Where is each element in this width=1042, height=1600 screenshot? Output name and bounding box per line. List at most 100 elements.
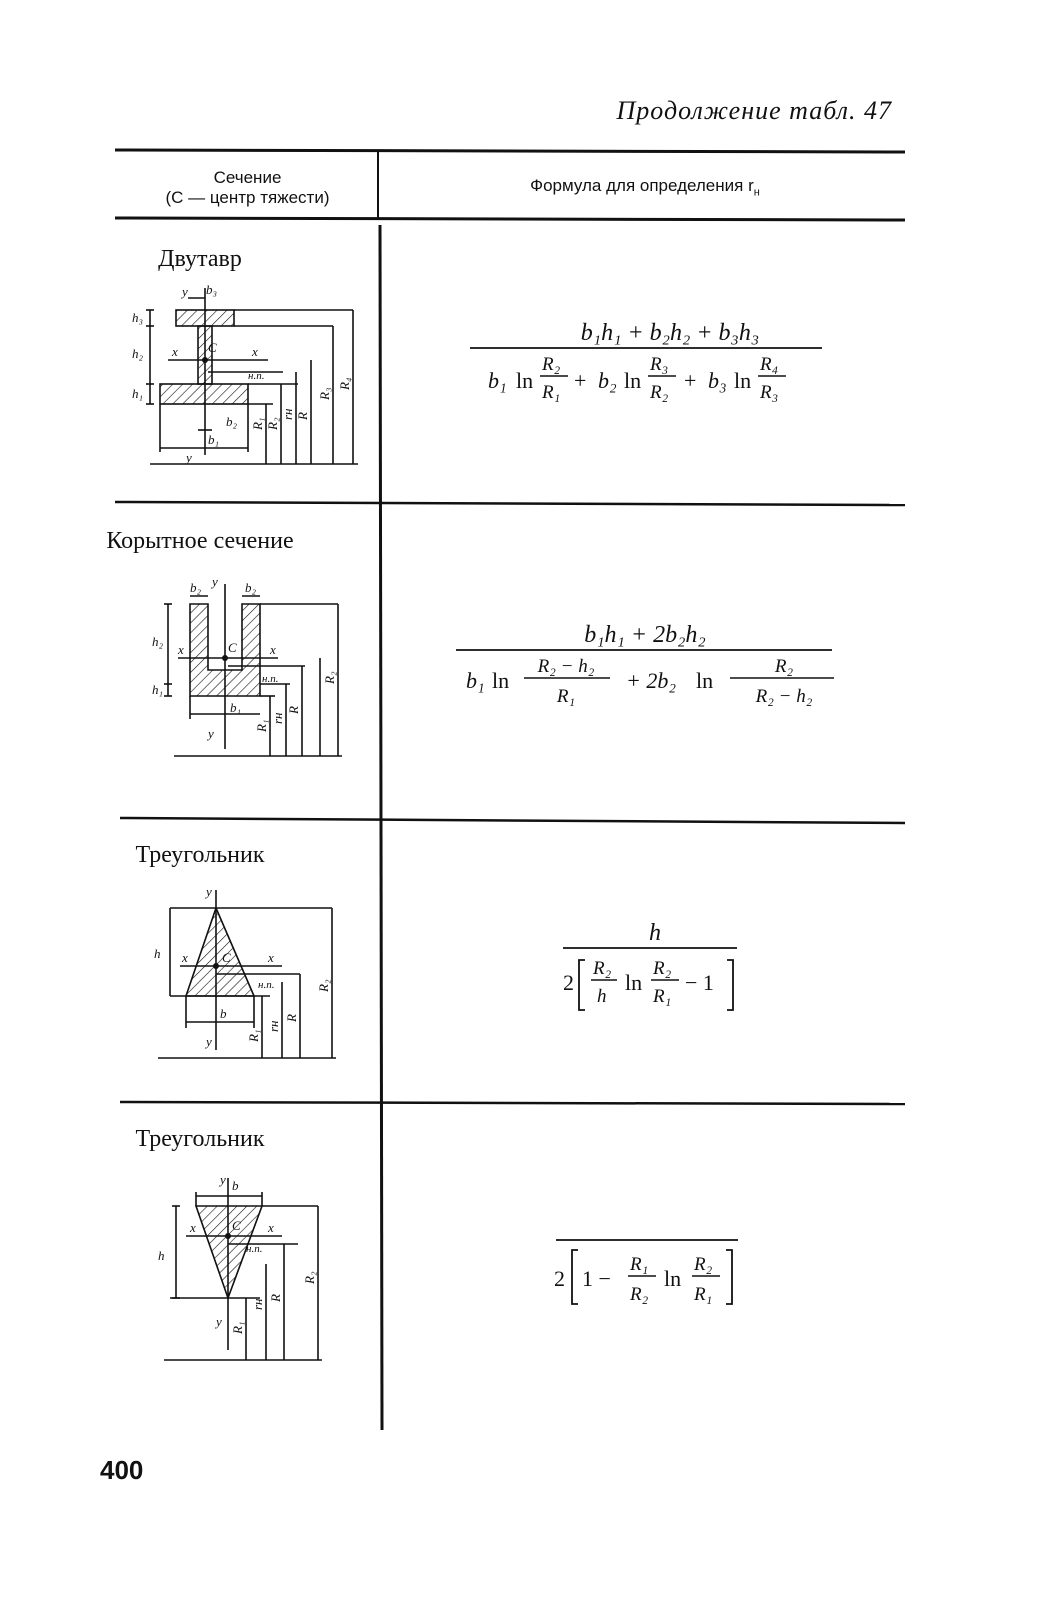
col2-title: Формула для определения r xyxy=(530,176,754,195)
svg-text:h₃: h₃ xyxy=(132,310,143,325)
column-section-header: Сечение (C — центр тяжести) xyxy=(120,168,375,208)
formula-triangle-1: h 2 R₂ h ln R₂ R₁ − 1 xyxy=(563,920,737,1011)
f1-frac3-num: R₄ xyxy=(759,354,778,375)
svg-text:y: y xyxy=(184,450,192,465)
f3-minus-one: − 1 xyxy=(685,970,714,995)
svg-text:b₁: b₁ xyxy=(208,432,219,447)
svg-text:R: R xyxy=(284,1014,299,1023)
f4-one-minus: 1 − xyxy=(582,1266,611,1291)
svg-text:x: x xyxy=(267,950,274,965)
svg-text:y: y xyxy=(204,1034,212,1049)
svg-text:y: y xyxy=(204,884,212,899)
svg-text:н.п.: н.п. xyxy=(246,1243,262,1255)
section-title-channel: Корытное сечение xyxy=(106,528,294,554)
col2-subscript: н xyxy=(753,186,760,199)
svg-text:h₁: h₁ xyxy=(132,386,143,401)
formula-triangle-2: 2 1 − R₁ R₂ ln R₂ R₁ xyxy=(554,1239,738,1305)
f4-two: 2 xyxy=(554,1266,565,1291)
svg-text:R₂: R₂ xyxy=(316,979,331,993)
f3-frac1-num: R₂ xyxy=(592,958,612,979)
f1-frac1-num: R₂ xyxy=(541,354,561,375)
svg-text:h: h xyxy=(158,1248,165,1263)
column-formula-header: Формула для определения rн xyxy=(390,176,900,202)
f1-plus2: + xyxy=(684,368,696,393)
svg-text:rн: rн xyxy=(250,1298,265,1310)
svg-text:b₃: b₃ xyxy=(206,282,217,297)
f1-frac3-den: R₃ xyxy=(759,382,778,403)
svg-text:y: y xyxy=(206,726,214,741)
svg-text:b₁: b₁ xyxy=(230,700,241,715)
svg-text:C: C xyxy=(222,950,231,965)
section-title-triangle-2: Треугольник xyxy=(135,1126,265,1152)
svg-text:R: R xyxy=(268,1294,283,1303)
f1-ln2: ln xyxy=(624,368,641,393)
svg-text:н.п.: н.п. xyxy=(248,370,264,382)
svg-text:y: y xyxy=(218,1172,226,1187)
f1-b1: b₁ xyxy=(488,368,507,393)
page-number: 400 xyxy=(100,1455,144,1485)
f1-b3: b₃ xyxy=(708,368,727,393)
svg-text:rн: rн xyxy=(266,1020,281,1032)
section-title-triangle-1: Треугольник xyxy=(135,842,265,868)
f3-ln: ln xyxy=(625,970,642,995)
svg-text:x: x xyxy=(171,344,178,359)
f2-frac1-num: R₂ − h₂ xyxy=(537,656,595,677)
f4-frac2-den: R₁ xyxy=(693,1284,712,1305)
svg-text:x: x xyxy=(267,1220,274,1235)
f1-frac2-num: R₃ xyxy=(649,354,668,375)
i-beam-diagram: y y x x C н.п. b₃ b₂ b₁ h₃ h₂ h₁ R₁ R₂ r… xyxy=(132,282,358,465)
f3-two: 2 xyxy=(563,970,574,995)
f2-frac2-num: R₂ xyxy=(774,656,794,677)
svg-text:y: y xyxy=(214,1314,222,1329)
f1-b2: b₂ xyxy=(598,368,617,393)
svg-text:h₂: h₂ xyxy=(152,634,164,649)
svg-text:h: h xyxy=(154,946,161,961)
svg-text:C: C xyxy=(208,340,217,355)
f2-numerator: b₁h₁ + 2b₂h₂ xyxy=(584,622,706,648)
svg-text:R₁: R₁ xyxy=(254,720,269,733)
f4-frac1-num: R₁ xyxy=(629,1254,648,1275)
f4-ln: ln xyxy=(664,1266,681,1291)
f3-frac1-den: h xyxy=(597,986,607,1007)
svg-text:x: x xyxy=(177,642,184,657)
triangle-apex-down-diagram: y b y x x C н.п. h R₁ rн R R₂ xyxy=(158,1172,322,1361)
svg-text:b₂: b₂ xyxy=(245,580,257,595)
section-title-i-beam: Двутавр xyxy=(158,246,242,272)
channel-diagram: y y x x C н.п. b₂ b₂ b₁ h₂ h₁ R₁ rн R R₂ xyxy=(152,574,342,757)
svg-text:x: x xyxy=(269,642,276,657)
svg-text:C: C xyxy=(228,640,237,655)
table-continuation-header: Продолжение табл. 47 xyxy=(616,96,892,125)
f2-frac2-den: R₂ − h₂ xyxy=(755,686,813,707)
svg-text:y: y xyxy=(180,284,188,299)
f2-two-b2: + 2b₂ xyxy=(626,668,676,693)
f3-frac2-num: R₂ xyxy=(652,958,672,979)
f3-frac2-den: R₁ xyxy=(652,986,671,1007)
svg-text:н.п.: н.п. xyxy=(262,673,278,685)
svg-text:x: x xyxy=(181,950,188,965)
f2-b1: b₁ xyxy=(466,668,485,693)
svg-text:R₂: R₂ xyxy=(265,417,280,431)
col1-line2: (C — центр тяжести) xyxy=(165,188,330,207)
svg-text:b₂: b₂ xyxy=(226,414,238,429)
svg-text:b: b xyxy=(232,1178,239,1193)
f3-numerator: h xyxy=(649,920,661,946)
col1-line1: Сечение xyxy=(213,168,282,187)
formula-i-beam: b₁h₁ + b₂h₂ + b₃h₃ b₁ ln R₂ R₁ + b₂ ln R… xyxy=(470,320,822,403)
svg-text:h₁: h₁ xyxy=(152,682,163,697)
f2-frac1-den: R₁ xyxy=(556,686,575,707)
svg-text:b₂: b₂ xyxy=(190,580,202,595)
svg-text:R₁: R₁ xyxy=(246,1030,261,1043)
f2-ln2: ln xyxy=(696,668,713,693)
svg-text:rн: rн xyxy=(280,408,295,420)
f1-numerator: b₁h₁ + b₂h₂ + b₃h₃ xyxy=(581,320,759,346)
f1-ln3: ln xyxy=(734,368,751,393)
svg-text:C: C xyxy=(232,1218,241,1233)
svg-text:н.п.: н.п. xyxy=(258,979,274,991)
svg-text:R₄: R₄ xyxy=(337,377,352,391)
svg-text:R: R xyxy=(295,412,310,421)
f1-frac2-den: R₂ xyxy=(649,382,669,403)
svg-text:x: x xyxy=(189,1220,196,1235)
svg-text:R₃: R₃ xyxy=(317,388,332,401)
f2-ln1: ln xyxy=(492,668,509,693)
svg-text:h₂: h₂ xyxy=(132,346,144,361)
